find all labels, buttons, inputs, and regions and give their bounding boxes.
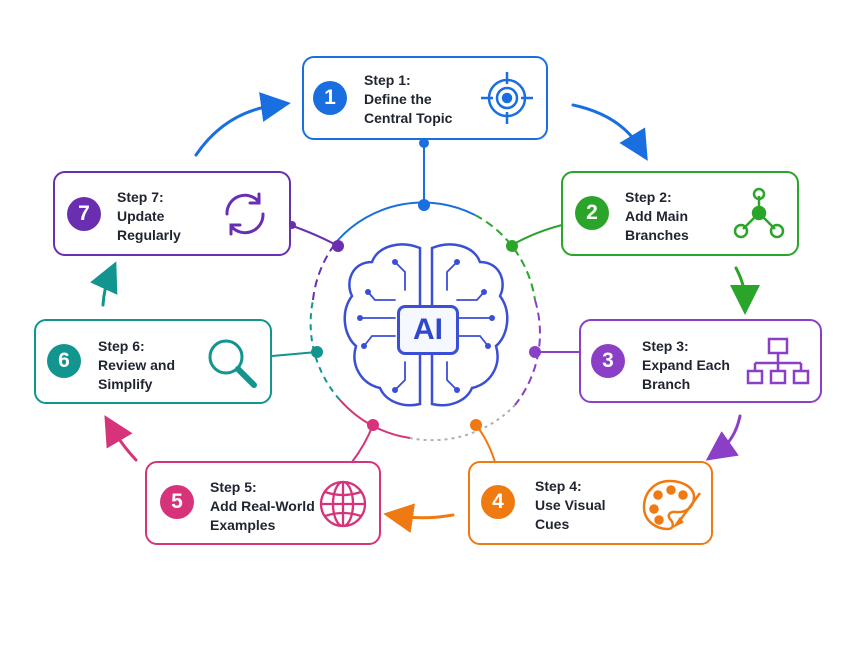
- step-3-label: Step 3: Expand Each Branch: [642, 338, 730, 392]
- refresh-icon: [225, 192, 265, 236]
- step-6-label: Step 6: Review and Simplify: [98, 338, 176, 392]
- step-6-card: 6 Step 6: Review and Simplify: [34, 319, 272, 404]
- magnifier-icon: [208, 339, 257, 388]
- step-4-card: 4 Step 4: Use Visual Cues: [468, 461, 713, 545]
- branch-nodes-icon: [733, 187, 785, 239]
- step-1-label: Step 1: Define the Central Topic: [364, 72, 453, 126]
- step-5-card: 5 Step 5: Add Real-World Examples: [145, 461, 381, 545]
- step-7-badge: 7: [67, 197, 101, 231]
- connector-lines: [271, 140, 580, 463]
- step-4-badge: 4: [481, 485, 515, 519]
- step-7-label: Step 7: Update Regularly: [117, 189, 181, 243]
- step-2-badge: 2: [575, 196, 609, 230]
- globe-icon: [319, 480, 367, 528]
- step-3-card: 3 Step 3: Expand Each Branch: [579, 319, 822, 403]
- brain-icon: [343, 243, 509, 407]
- step-3-badge: 3: [591, 344, 625, 378]
- step-4-label: Step 4: Use Visual Cues: [535, 478, 606, 532]
- step-2-label: Step 2: Add Main Branches: [625, 189, 689, 243]
- step-1-card: 1 Step 1: Define the Central Topic: [302, 56, 548, 140]
- target-icon: [481, 72, 533, 124]
- step-5-label: Step 5: Add Real-World Examples: [210, 479, 315, 533]
- step-5-badge: 5: [160, 485, 194, 519]
- step-2-card: 2 Step 2: Add Main Branches: [561, 171, 799, 256]
- step-1-badge: 1: [313, 81, 347, 115]
- palette-icon: [642, 479, 702, 531]
- center-ai-label: AI: [397, 305, 459, 355]
- flow-arrows: [90, 92, 760, 534]
- step-7-card: 7 Step 7: Update Regularly: [53, 171, 291, 256]
- step-6-badge: 6: [47, 344, 81, 378]
- hierarchy-icon: [746, 337, 810, 385]
- connector-dots: [288, 138, 541, 431]
